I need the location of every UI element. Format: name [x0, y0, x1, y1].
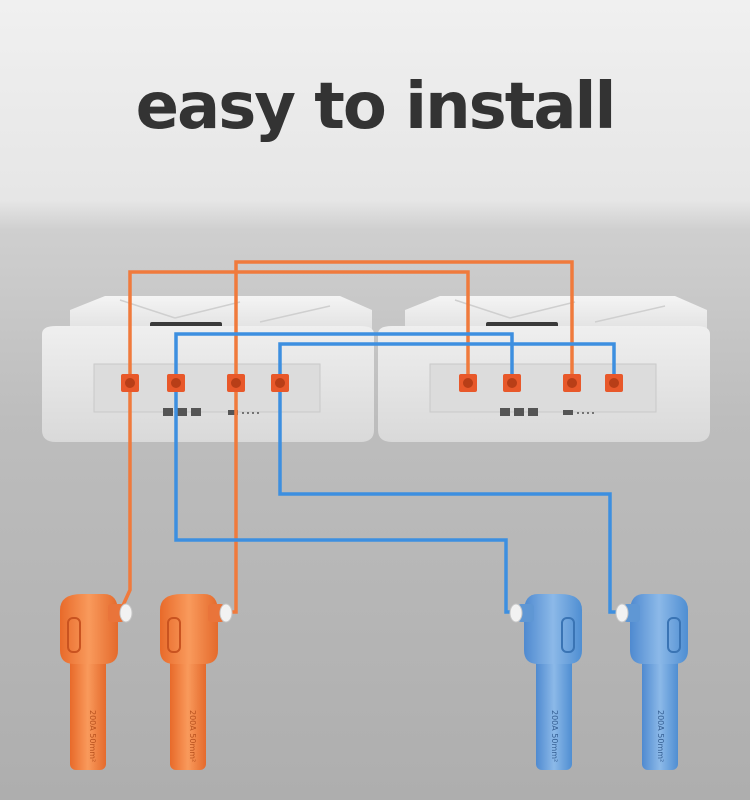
headline: easy to install — [135, 70, 617, 144]
terminal-positive — [121, 374, 139, 392]
negative-wire-2 — [278, 342, 616, 384]
connector-rating-label: 200A 50mm² — [550, 710, 559, 762]
connector-rating-label: 200A 50mm² — [188, 710, 197, 762]
positive-wire-2 — [234, 260, 574, 384]
terminal-positive — [227, 374, 245, 392]
connector-rating-label: 200A 50mm² — [656, 710, 665, 762]
terminal-positive — [563, 374, 581, 392]
comm-port-group — [163, 408, 259, 416]
terminal-positive — [459, 374, 477, 392]
terminal-negative — [605, 374, 623, 392]
negative-lead-2 — [278, 384, 625, 614]
positive-wire-1 — [128, 270, 470, 384]
battery-unit-right — [378, 296, 710, 442]
battery-unit-left — [42, 296, 374, 442]
terminal-negative — [503, 374, 521, 392]
terminal-negative — [167, 374, 185, 392]
terminal-negative — [271, 374, 289, 392]
connector-blue-2 — [615, 594, 688, 770]
negative-wire-1 — [174, 332, 514, 384]
connector-orange-1: 200A 50mm² — [60, 594, 133, 770]
connector-orange-2: 200A 50mm² — [160, 594, 233, 770]
connector-blue-1 — [509, 594, 582, 770]
terminal-group — [121, 374, 623, 392]
comm-port-group — [500, 408, 594, 416]
connector-rating-label: 200A 50mm² — [88, 710, 97, 762]
